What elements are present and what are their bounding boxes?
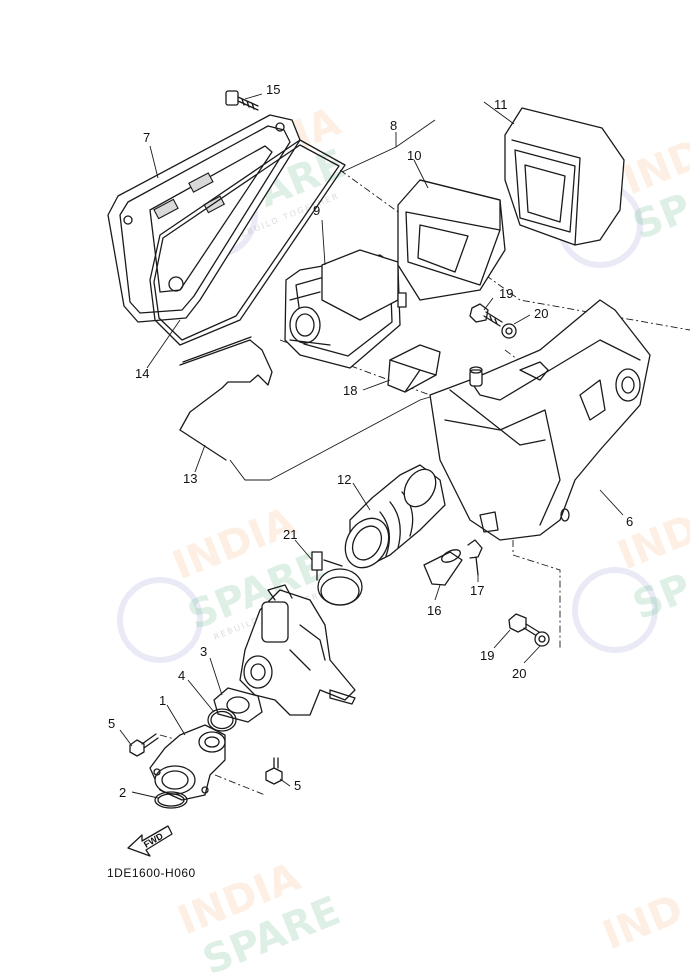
cover-seal — [149, 139, 346, 346]
callout-13: 13 — [183, 471, 197, 486]
drain-cap-16 — [423, 549, 463, 586]
bolt-5-left — [129, 733, 159, 757]
callout-15: 15 — [266, 82, 280, 97]
callout-5-right: 5 — [294, 778, 301, 793]
callout-21: 21 — [283, 527, 297, 542]
callout-20-upper: 20 — [534, 306, 548, 321]
collar-20-upper — [501, 323, 517, 339]
callouts: 15 7 8 11 10 9 14 19 20 18 13 12 6 21 17… — [108, 82, 633, 800]
callout-5-left: 5 — [108, 716, 115, 731]
callout-19-upper: 19 — [499, 286, 513, 301]
o-ring-2 — [154, 791, 188, 809]
callout-4: 4 — [178, 668, 185, 683]
bolt-19-upper — [469, 303, 503, 327]
callout-9: 9 — [313, 203, 320, 218]
o-ring-4 — [207, 708, 237, 732]
fwd-arrow-icon: FWD — [127, 825, 173, 857]
callout-18: 18 — [343, 383, 357, 398]
bolt-19-lower — [508, 613, 540, 637]
callout-10: 10 — [407, 148, 421, 163]
callout-6: 6 — [626, 514, 633, 529]
callout-16: 16 — [427, 603, 441, 618]
clamp-21 — [311, 551, 363, 606]
leader-lines — [119, 93, 624, 799]
damper-18 — [387, 344, 441, 393]
collar-20-lower — [534, 631, 550, 647]
insulator-3 — [213, 687, 263, 723]
filter-element-11 — [504, 107, 625, 246]
wire-clip — [179, 336, 273, 461]
callout-14: 14 — [135, 366, 149, 381]
callout-17: 17 — [470, 583, 484, 598]
intake-joint — [344, 464, 446, 569]
carburetor-reference — [239, 584, 356, 716]
air-filter-case — [429, 299, 651, 541]
screw-15 — [225, 90, 259, 111]
callout-2: 2 — [119, 785, 126, 800]
callout-8: 8 — [390, 118, 397, 133]
callout-3: 3 — [200, 644, 207, 659]
callout-19-lower: 19 — [480, 648, 494, 663]
filter-element-10 — [397, 179, 506, 301]
svg-text:IND: IND — [597, 886, 690, 959]
watermark-bottom: INDIA SPARE IND — [172, 854, 690, 976]
callout-20-lower: 20 — [512, 666, 526, 681]
callout-12: 12 — [337, 472, 351, 487]
callout-11: 11 — [494, 97, 508, 112]
callout-1: 1 — [159, 693, 166, 708]
intake-manifold — [149, 724, 226, 801]
clip-17 — [467, 539, 483, 576]
bolt-5-right — [265, 757, 283, 785]
diagram-code: 1DE1600-H060 — [107, 866, 196, 880]
callout-7: 7 — [143, 130, 150, 145]
element-frame — [284, 249, 407, 369]
